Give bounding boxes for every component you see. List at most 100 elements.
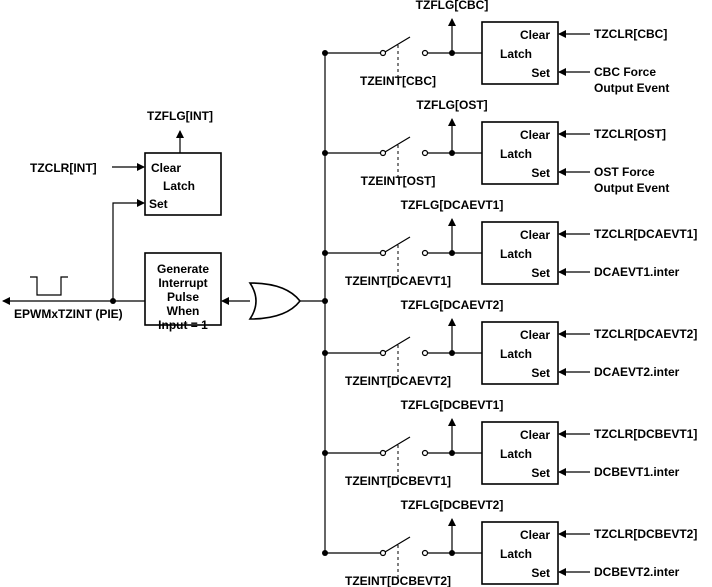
pulse-line5: Input = 1 (158, 318, 208, 332)
channel-enable-label: TZEINT[DCBEVT2] (345, 574, 451, 587)
switch-blade (384, 436, 411, 453)
flag-junction-dot (449, 350, 455, 356)
channel-row: TZFLG[DCBEVT1] TZEINT[DCBEVT1] ClearLatchS… (322, 398, 697, 488)
pulse-generator-box (144, 252, 222, 326)
int-flag-label: TZFLG[INT] (147, 109, 213, 123)
int-latch-box (144, 152, 222, 216)
flag-junction-dot (449, 550, 455, 556)
int-latch-clear-text: Clear (151, 161, 181, 175)
int-latch-latch-text: Latch (163, 179, 195, 193)
pulse-line1: Generate (157, 262, 209, 276)
switch-contact-left (379, 149, 387, 157)
channel-set-input-label: DCAEVT2.inter (594, 365, 680, 379)
flag-junction-dot (449, 450, 455, 456)
channel-latch-set-text: Set (531, 366, 550, 380)
channel-latch-latch-text: Latch (500, 547, 532, 561)
switch-contact-left (379, 249, 387, 257)
channel-enable-label: TZEINT[DCAEVT2] (345, 374, 451, 388)
switch-blade (384, 236, 411, 253)
switch-contact-right (421, 249, 429, 257)
channel-clear-input-label: TZCLR[OST] (594, 127, 666, 141)
output-label: EPWMxTZINT (PIE) (14, 307, 123, 321)
channel-latch-set-text: Set (531, 566, 550, 580)
switch-contact-left (379, 349, 387, 357)
channel-clear-input-label: TZCLR[DCBEVT1] (594, 427, 697, 441)
channel-latch-box (481, 221, 559, 285)
channel-set-input-label-2: Output Event (594, 81, 669, 95)
flag-junction-dot (449, 150, 455, 156)
channel-row: TZFLG[DCAEVT1] TZEINT[DCAEVT1] ClearLatchS… (322, 198, 697, 288)
channel-list: TZFLG[CBC]TZEINT[CBC]ClearLatchSetTZCLR[… (322, 0, 697, 587)
channel-clear-input-label: TZCLR[CBC] (594, 27, 667, 41)
or-gate-symbol (248, 282, 302, 320)
pulse-line4: When (167, 304, 200, 318)
channel-set-input-label: OST Force (594, 165, 655, 179)
channel-latch-set-text: Set (531, 166, 550, 180)
switch-contact-left (379, 549, 387, 557)
channel-flag-label: TZFLG[DCAEVT1] (401, 198, 504, 212)
channel-flag-label: TZFLG[OST] (416, 98, 487, 112)
channel-latch-box (481, 521, 559, 585)
switch-contact-left (379, 449, 387, 457)
channel-enable-label: TZEINT[DCAEVT1] (345, 274, 451, 288)
switch-contact-right (421, 149, 429, 157)
channel-clear-input-label: TZCLR[DCAEVT1] (594, 227, 697, 241)
pulse-line3: Pulse (167, 290, 199, 304)
switch-blade (384, 536, 411, 553)
switch-contact-right (421, 549, 429, 557)
int-set-feedback-wire (112, 199, 145, 301)
channel-enable-label: TZEINT[OST] (361, 174, 436, 188)
channel-latch-clear-text: Clear (520, 128, 550, 142)
channel-latch-latch-text: Latch (500, 247, 532, 261)
channel-latch-set-text: Set (531, 466, 550, 480)
channel-latch-box (481, 21, 559, 85)
channel-row: TZFLG[DCBEVT2] TZEINT[DCBEVT2] ClearLatchS… (322, 498, 697, 587)
channel-latch-latch-text: Latch (500, 47, 532, 61)
switch-blade (384, 136, 411, 153)
channel-flag-label: TZFLG[DCAEVT2] (401, 298, 504, 312)
int-clear-input-label: TZCLR[INT] (30, 161, 97, 175)
channel-latch-box (481, 121, 559, 185)
flag-junction-dot (449, 250, 455, 256)
pulse-line2: Interrupt (158, 276, 207, 290)
channel-clear-input-label: TZCLR[DCAEVT2] (594, 327, 697, 341)
bus-junction-dot (322, 298, 328, 304)
pulse-generator-section: Generate Interrupt Pulse When Input = 1 … (2, 252, 222, 332)
channel-latch-latch-text: Latch (500, 347, 532, 361)
channel-flag-label: TZFLG[CBC] (416, 0, 489, 12)
switch-contact-left (379, 49, 387, 57)
channel-set-input-label: DCBEVT2.inter (594, 565, 680, 579)
channel-set-input-label: CBC Force (594, 65, 656, 79)
flag-junction-dot (449, 50, 455, 56)
channel-set-input-label-2: Output Event (594, 181, 669, 195)
switch-blade (384, 336, 411, 353)
channel-enable-label: TZEINT[DCBEVT1] (345, 474, 451, 488)
channel-latch-set-text: Set (531, 266, 550, 280)
channel-latch-box (481, 321, 559, 385)
channel-row: TZFLG[CBC]TZEINT[CBC]ClearLatchSetTZCLR[… (322, 0, 669, 95)
channel-latch-box (481, 421, 559, 485)
channel-set-input-label: DCBEVT1.inter (594, 465, 680, 479)
channel-latch-clear-text: Clear (520, 428, 550, 442)
channel-flag-label: TZFLG[DCBEVT2] (401, 498, 504, 512)
channel-flag-label: TZFLG[DCBEVT1] (401, 398, 504, 412)
channel-clear-input-label: TZCLR[DCBEVT2] (594, 527, 697, 541)
channel-latch-latch-text: Latch (500, 147, 532, 161)
channel-enable-label: TZEINT[CBC] (360, 74, 436, 88)
int-latch-set-text: Set (149, 197, 168, 211)
channel-latch-clear-text: Clear (520, 228, 550, 242)
switch-contact-right (421, 49, 429, 57)
channel-row: TZFLG[DCAEVT2] TZEINT[DCAEVT2] ClearLatchS… (322, 298, 697, 388)
switch-contact-right (421, 349, 429, 357)
switch-blade (384, 36, 411, 53)
channel-latch-clear-text: Clear (520, 328, 550, 342)
channel-latch-clear-text: Clear (520, 528, 550, 542)
switch-contact-right (421, 449, 429, 457)
or-gate (221, 282, 325, 320)
channel-latch-set-text: Set (531, 66, 550, 80)
pulse-waveform-icon (30, 276, 68, 296)
channel-latch-latch-text: Latch (500, 447, 532, 461)
channel-set-input-label: DCAEVT1.inter (594, 265, 680, 279)
